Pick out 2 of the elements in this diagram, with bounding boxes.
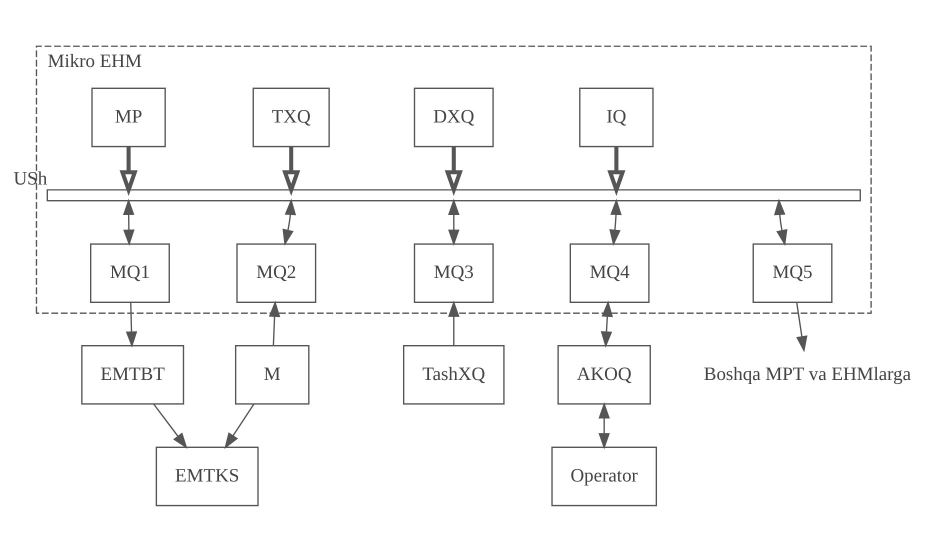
node-text: Boshqa MPT va EHMlarga — [704, 364, 912, 385]
node-label: USh — [14, 168, 48, 190]
